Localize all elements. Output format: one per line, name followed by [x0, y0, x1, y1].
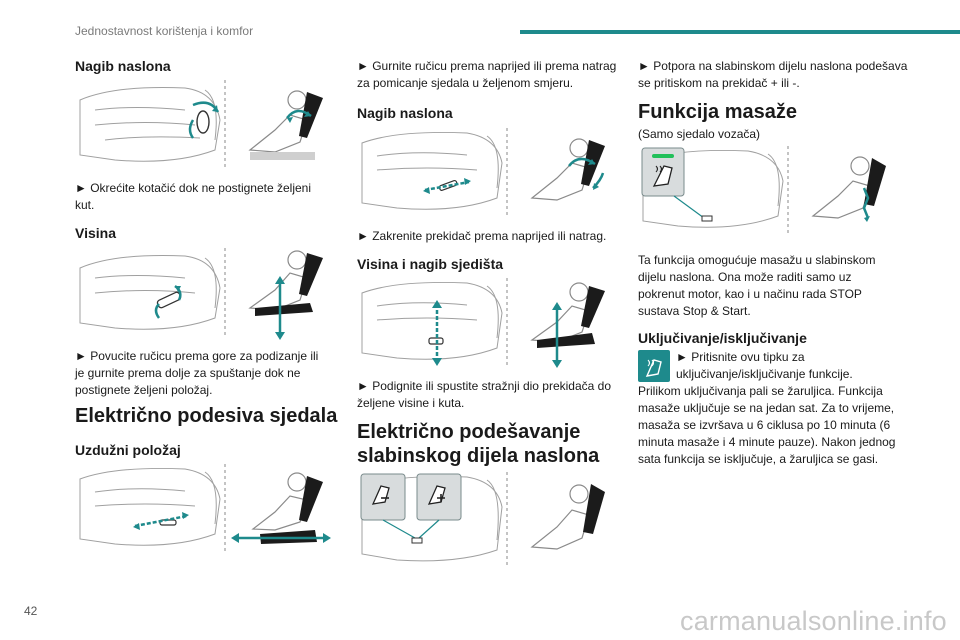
section-title-recline-2: Nagib naslona	[357, 105, 453, 121]
section-title-height: Visina	[75, 225, 116, 241]
lumbar-button-icon	[360, 473, 462, 544]
text-on-off-body: Prilikom uključivanja pali se žaruljica.…	[638, 384, 896, 466]
seat-longitudinal-icon	[133, 512, 189, 530]
massage-button-icon	[641, 147, 713, 222]
seat-recline-icon	[188, 101, 220, 139]
text-recline-2: ► Zakrenite prekidač prema naprijed ili …	[357, 229, 607, 243]
massage-inline-button-icon	[638, 350, 670, 382]
section-title-height-tilt: Visina i nagib sjedišta	[357, 256, 504, 272]
text-height-tilt: ► Podignite ili spustite stražnji dio pr…	[357, 379, 612, 410]
text-on-off-bullet: ► Pritisnite ovu tipku za uključivanje/i…	[676, 350, 853, 381]
section-title-longitudinal: Uzdužni položaj	[75, 442, 181, 458]
header-section-title: Jednostavnost korištenja i komfor	[75, 24, 254, 38]
section-title-massage: Funkcija masaže	[638, 101, 797, 123]
text-longitudinal: ► Gurnite ručicu prema naprijed ili prem…	[357, 59, 617, 90]
text-height: ► Povucite ručicu prema gore za podizanj…	[75, 349, 319, 397]
seat-height-icon	[154, 285, 182, 319]
figure-seat-height	[75, 248, 335, 340]
header-accent-bar	[520, 30, 960, 34]
section-title-electric-seats: Električno podesiva sjedala	[75, 405, 338, 427]
figure-lumbar	[357, 472, 617, 572]
figure-longitudinal	[75, 464, 335, 556]
section-title-recline: Nagib naslona	[75, 58, 171, 74]
massage-subtitle: (Samo sjedalo vozača)	[638, 127, 761, 141]
figure-recline-switch	[357, 128, 617, 220]
figure-recline-wheel	[75, 80, 335, 172]
text-lumbar: ► Potpora na slabinskom dijelu naslona p…	[638, 59, 908, 90]
watermark: carmanualsonline.info	[680, 606, 947, 636]
section-title-lumbar: Električno podešavanje slabinskog dijela…	[357, 421, 600, 467]
text-massage: Ta funkcija omogućuje masažu u slabinsko…	[638, 253, 876, 318]
text-recline: ► Okrećite kotačić dok ne postignete žel…	[75, 181, 311, 212]
page-number: 42	[24, 604, 38, 618]
figure-height-tilt	[357, 278, 617, 370]
figure-massage	[638, 146, 898, 238]
section-title-on-off: Uključivanje/isključivanje	[638, 330, 807, 346]
